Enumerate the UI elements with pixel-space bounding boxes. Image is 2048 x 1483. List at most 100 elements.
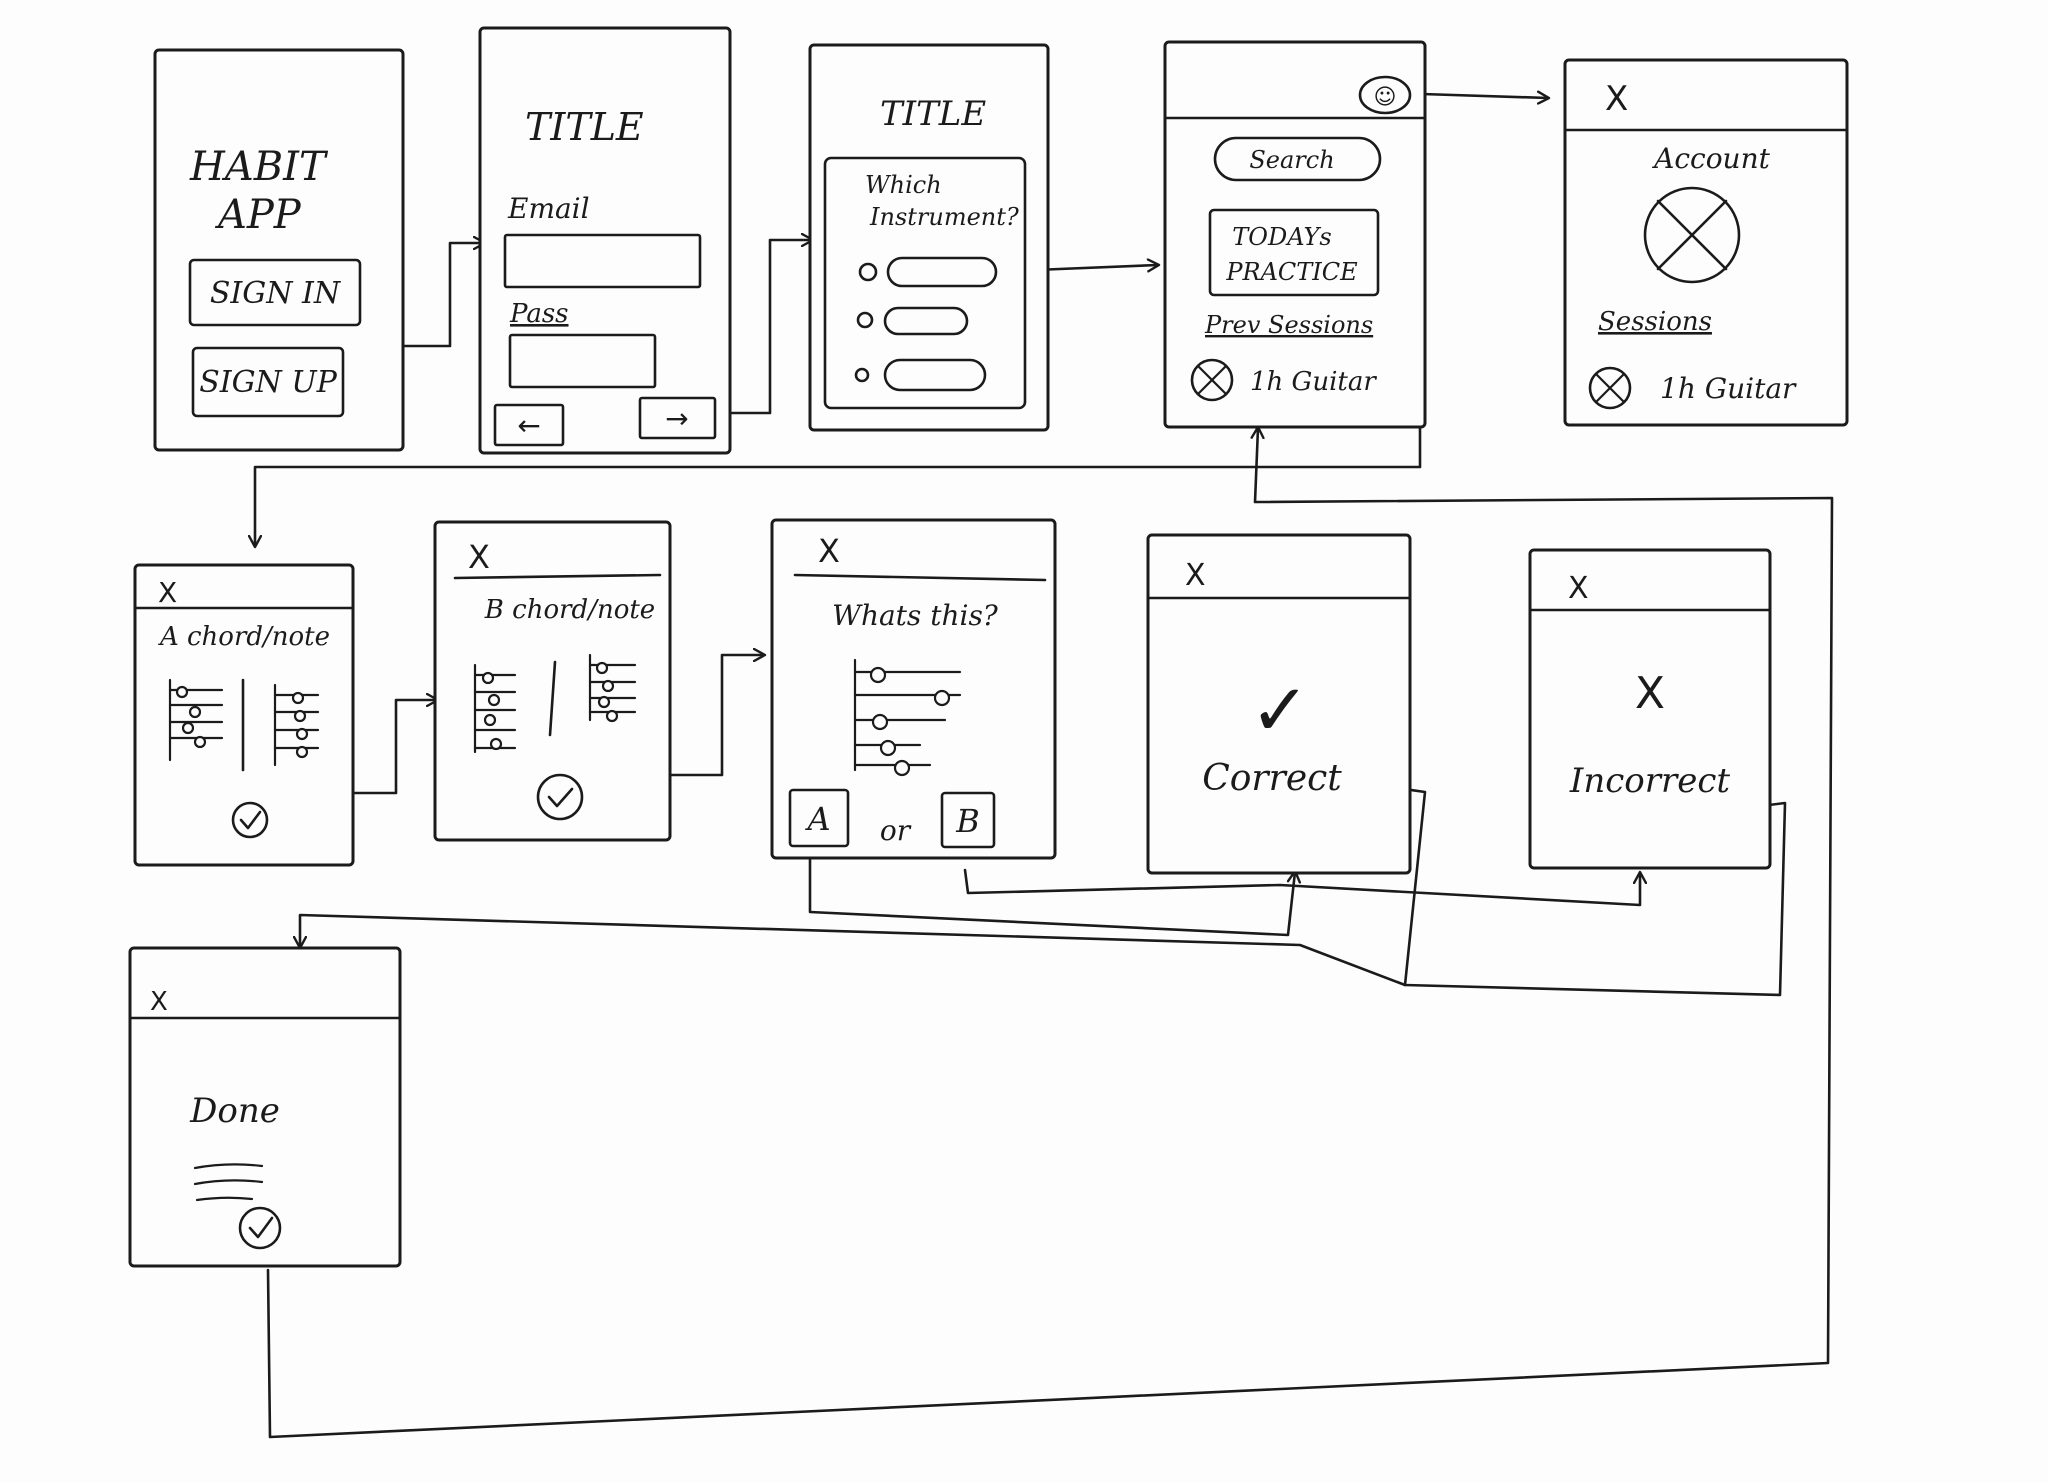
arrow-lesson-a-to-b bbox=[350, 700, 437, 795]
quiz-frame bbox=[770, 518, 1057, 860]
todays-practice-line2: PRACTICE bbox=[1225, 258, 1358, 286]
radio-2-icon bbox=[856, 311, 874, 329]
lesson-b-split-divider bbox=[548, 660, 557, 737]
account-session-label: 1h Guitar bbox=[1660, 372, 1797, 405]
or-label: or bbox=[880, 814, 912, 847]
todays-practice-button[interactable]: TODAYs PRACTICE bbox=[1208, 208, 1380, 297]
incorrect-close-icon[interactable]: X bbox=[1568, 571, 1589, 606]
profile-avatar-button[interactable]: ☺ bbox=[1358, 75, 1412, 115]
staff-diagram-a-right bbox=[273, 683, 320, 767]
arrow-option-a-to-correct bbox=[808, 856, 1295, 937]
search-label: Search bbox=[1249, 146, 1334, 174]
check-circle-icon bbox=[238, 1206, 282, 1250]
staff-diagram-a-left bbox=[168, 678, 224, 762]
avatar-icon: ☺ bbox=[1374, 85, 1397, 110]
lesson-b-close-icon[interactable]: X bbox=[468, 538, 490, 576]
lesson-a-confirm-button[interactable] bbox=[231, 801, 269, 839]
quiz-header-divider bbox=[793, 573, 1047, 582]
lesson-a-close-icon[interactable]: X bbox=[158, 576, 177, 609]
quiz-question: Whats this? bbox=[832, 599, 999, 632]
account-frame bbox=[1563, 58, 1849, 427]
lesson-a-title: A chord/note bbox=[158, 622, 330, 652]
next-arrow-icon: → bbox=[665, 402, 688, 435]
quiz-close-icon[interactable]: X bbox=[818, 532, 840, 570]
splash-title-line2: APP bbox=[214, 192, 302, 238]
instrument-card bbox=[823, 156, 1027, 410]
lesson-b-header-divider bbox=[453, 573, 662, 580]
sessions-label: Sessions bbox=[1598, 307, 1712, 337]
instrument-option-1[interactable] bbox=[858, 256, 998, 288]
done-close-icon[interactable]: X bbox=[150, 987, 168, 1017]
account-title: Account bbox=[1651, 142, 1771, 175]
back-arrow-icon: ← bbox=[517, 409, 540, 442]
lesson-b-confirm-button[interactable] bbox=[536, 773, 584, 821]
arrow-login-to-instrument bbox=[730, 240, 812, 415]
arrow-home-to-account bbox=[1420, 94, 1548, 98]
session-label: 1h Guitar bbox=[1250, 367, 1377, 397]
instrument-title: TITLE bbox=[880, 94, 986, 134]
next-button[interactable]: → bbox=[638, 396, 717, 440]
back-button[interactable]: ← bbox=[493, 403, 565, 447]
radio-3-icon bbox=[854, 367, 870, 383]
instrument-option-3[interactable] bbox=[854, 358, 987, 392]
splash-title-line1: HABIT bbox=[189, 144, 329, 190]
session-list-item[interactable]: 1h Guitar bbox=[1190, 358, 1377, 402]
login-screen: TITLE Email Pass ← → bbox=[478, 26, 732, 455]
radio-1-icon bbox=[858, 262, 878, 282]
todays-practice-line1: TODAYs bbox=[1232, 223, 1331, 251]
quiz-screen: X Whats this? A or B bbox=[770, 518, 1057, 860]
signin-button[interactable]: SIGN IN bbox=[188, 258, 362, 327]
incorrect-label: Incorrect bbox=[1569, 761, 1731, 801]
signup-label: SIGN UP bbox=[199, 365, 337, 400]
session-avatar-icon bbox=[1190, 358, 1234, 402]
account-screen: X Account Sessions 1h Guitar bbox=[1563, 58, 1849, 427]
incorrect-screen: X X Incorrect bbox=[1528, 548, 1772, 870]
staff-diagram-b-left bbox=[473, 663, 517, 754]
arrow-lesson-b-to-quiz bbox=[666, 655, 764, 777]
arrow-option-b-to-incorrect bbox=[963, 868, 1640, 907]
email-field[interactable] bbox=[503, 233, 702, 289]
option-b-button[interactable]: B bbox=[940, 791, 996, 849]
account-avatar bbox=[1643, 186, 1741, 284]
account-close-icon[interactable]: X bbox=[1605, 79, 1628, 119]
arrow-results-to-done bbox=[300, 913, 1407, 987]
correct-screen: X ✓ Correct bbox=[1146, 533, 1412, 875]
done-confirm-button[interactable] bbox=[238, 1206, 282, 1250]
instrument-screen: TITLE Which Instrument? bbox=[808, 43, 1050, 432]
done-label: Done bbox=[189, 1091, 280, 1131]
lesson-a-screen: X A chord/note bbox=[133, 563, 355, 867]
instrument-option-2[interactable] bbox=[856, 306, 969, 336]
prev-sessions-label: Prev Sessions bbox=[1204, 311, 1373, 339]
connector-result-loop bbox=[1388, 785, 1787, 997]
arrow-done-to-home bbox=[266, 428, 1834, 1439]
incorrect-frame bbox=[1528, 548, 1772, 870]
login-frame bbox=[478, 26, 732, 455]
account-session-item[interactable]: 1h Guitar bbox=[1588, 366, 1797, 410]
search-button[interactable]: Search bbox=[1213, 136, 1382, 182]
arrow-instrument-to-home bbox=[1033, 265, 1158, 270]
account-avatar-icon bbox=[1643, 186, 1741, 284]
done-summary-lines bbox=[193, 1163, 264, 1202]
email-label: Email bbox=[507, 192, 590, 225]
signin-label: SIGN IN bbox=[210, 276, 342, 311]
signup-button[interactable]: SIGN UP bbox=[191, 346, 345, 418]
done-frame bbox=[128, 946, 402, 1268]
correct-check-icon: ✓ bbox=[1250, 668, 1310, 752]
lesson-b-title: B chord/note bbox=[484, 595, 655, 625]
done-screen: X Done bbox=[128, 946, 402, 1268]
check-circle-icon bbox=[231, 801, 269, 839]
password-field[interactable] bbox=[508, 333, 657, 389]
splash-frame bbox=[153, 48, 405, 452]
correct-label: Correct bbox=[1202, 758, 1342, 799]
option-a-label: A bbox=[804, 800, 830, 838]
option-a-button[interactable]: A bbox=[788, 788, 850, 848]
staff-diagram-b-right bbox=[588, 653, 637, 723]
account-session-icon bbox=[1588, 366, 1632, 410]
arrow-splash-to-login bbox=[398, 243, 484, 348]
instrument-question-line2: Instrument? bbox=[869, 203, 1019, 231]
correct-close-icon[interactable]: X bbox=[1185, 558, 1206, 593]
splash-screen: HABIT APP SIGN IN SIGN UP bbox=[153, 48, 405, 452]
correct-frame bbox=[1146, 533, 1412, 875]
login-title: TITLE bbox=[525, 105, 644, 149]
